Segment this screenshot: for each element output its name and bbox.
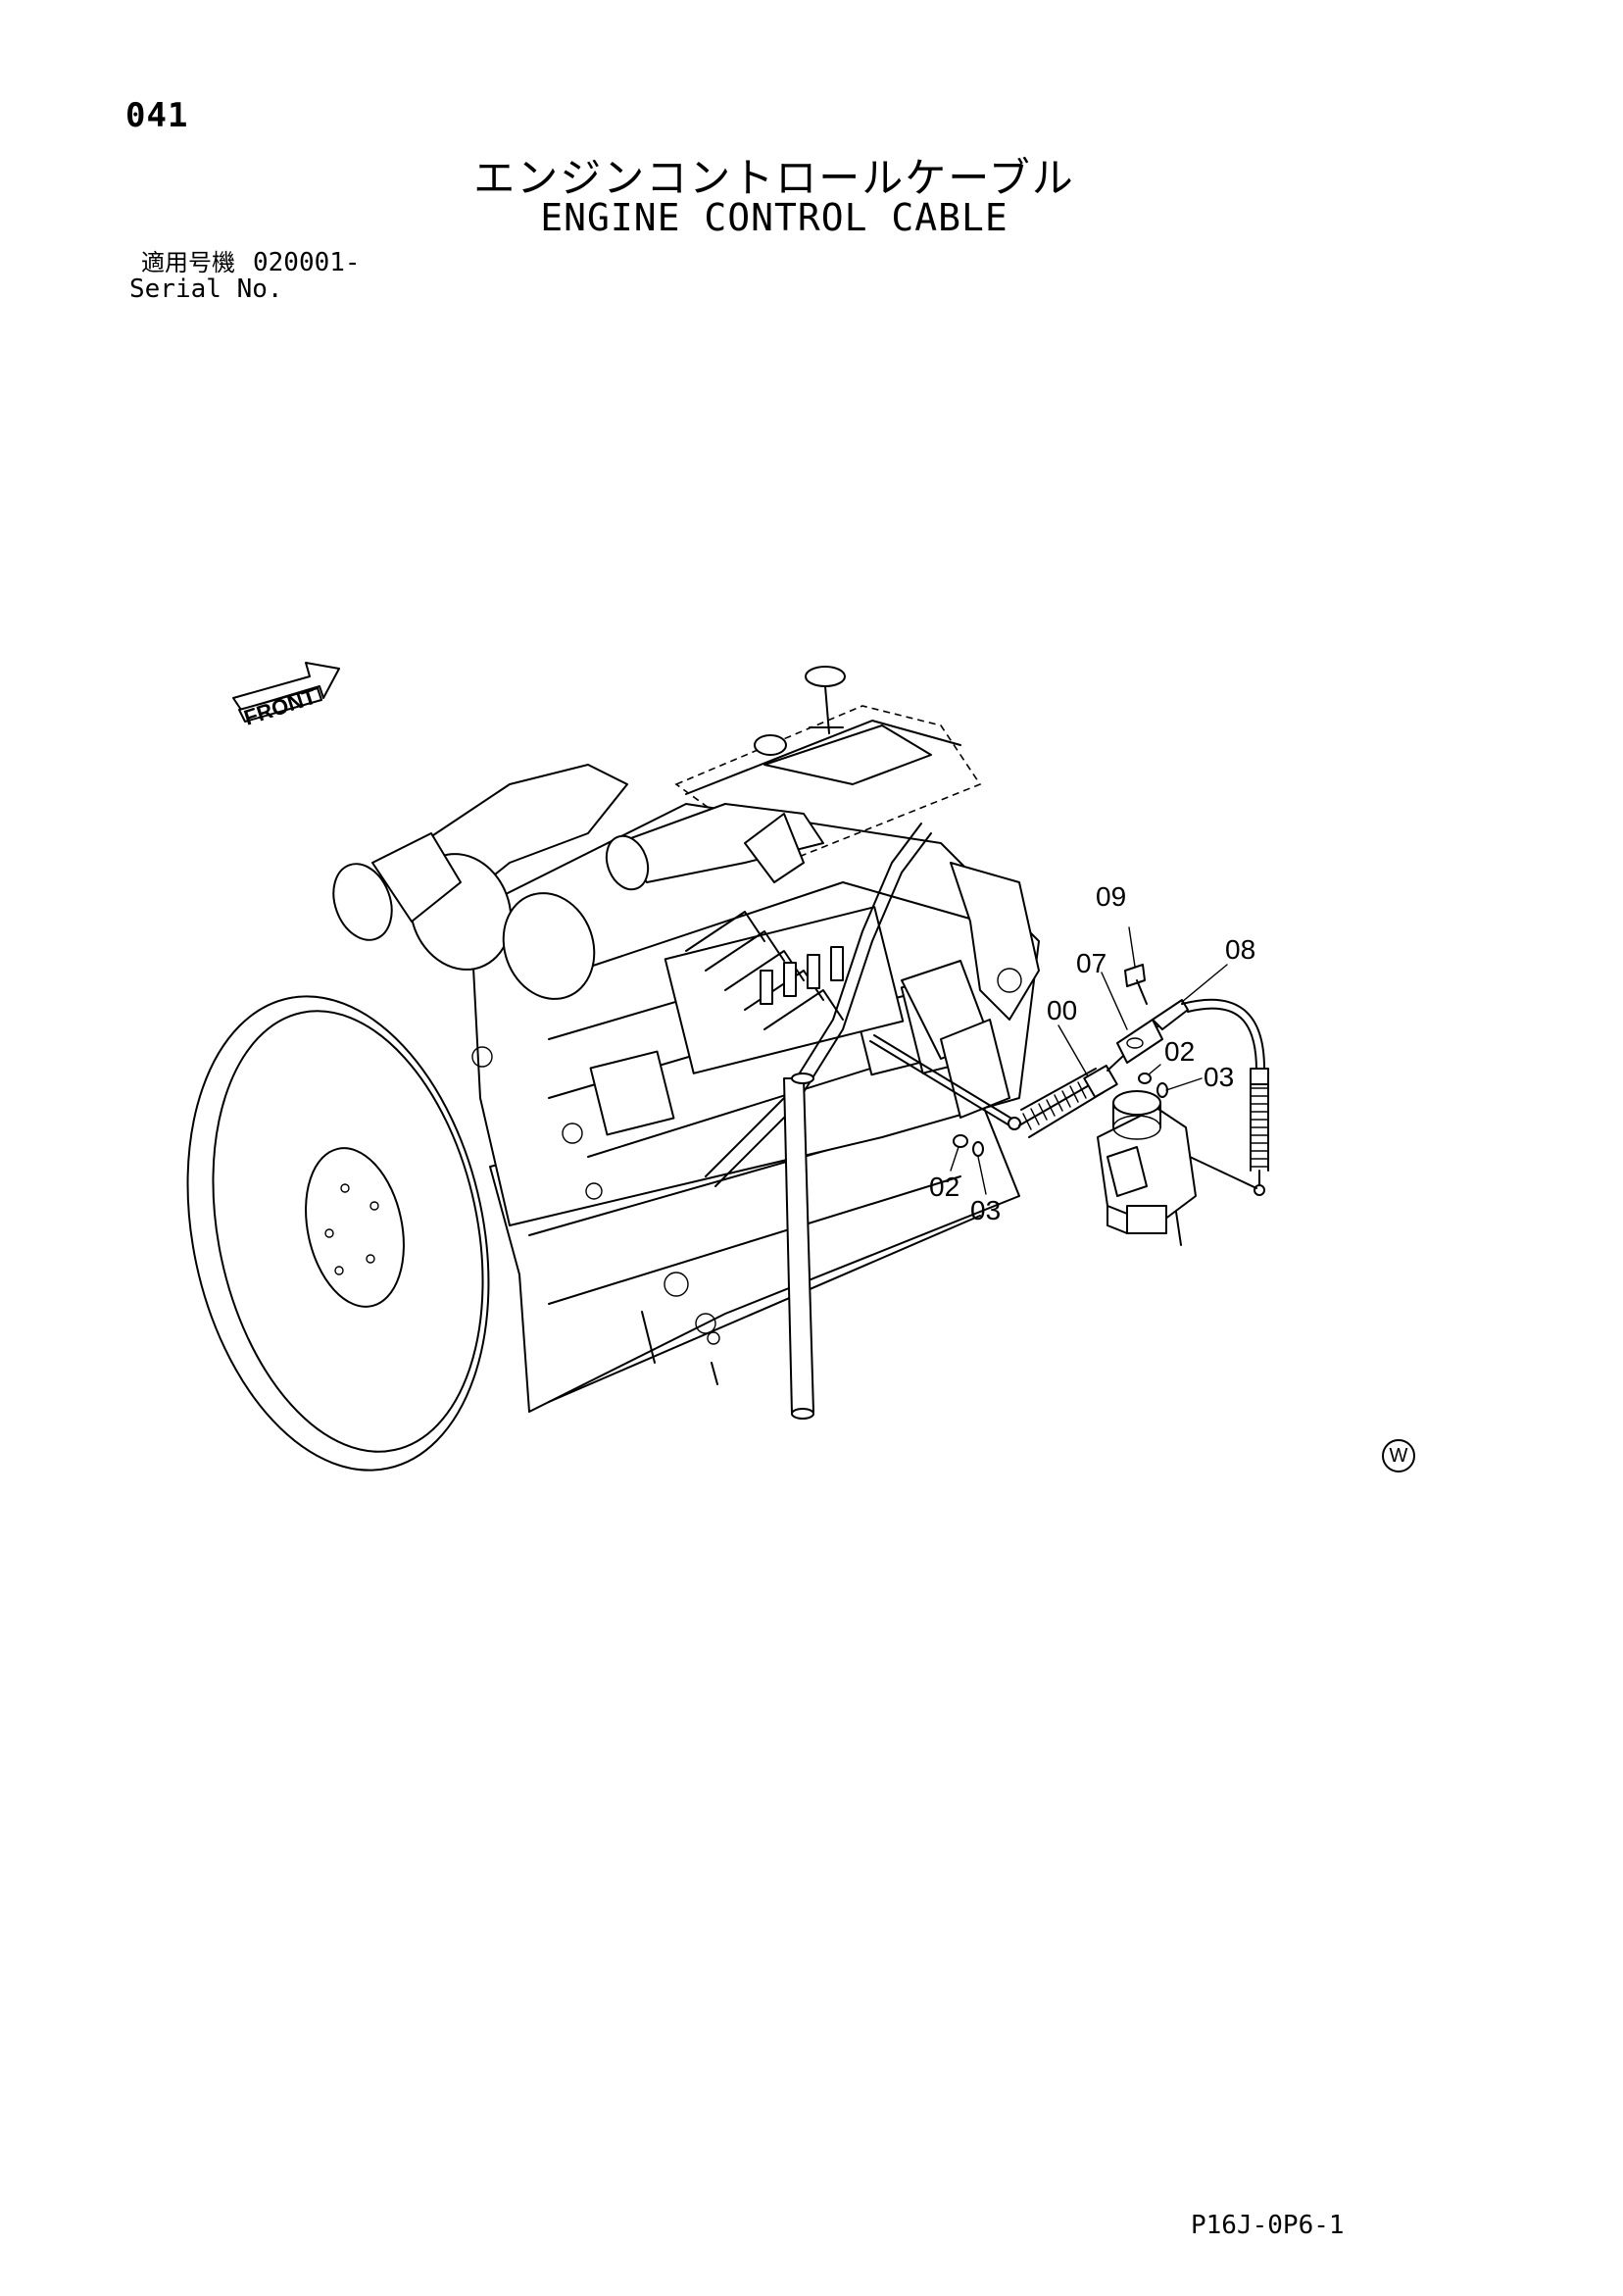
callout-03-left: 03 (970, 1195, 1001, 1225)
control-cable-assembly (1018, 998, 1269, 1196)
serial-number-block: 適用号機 020001- Serial No. (129, 250, 361, 303)
callout-09: 09 (1096, 881, 1126, 912)
serial-row-japanese: 適用号機 020001- (129, 250, 361, 276)
callout-08: 08 (1225, 934, 1255, 965)
page-title-japanese: エンジンコントロールケーブル (473, 154, 1075, 202)
callout-labels: 09 08 07 00 02 03 02 03 (929, 881, 1255, 1225)
governor-actuator (1097, 1090, 1197, 1246)
flywheel-housing (186, 995, 490, 1472)
callout-00: 00 (1047, 995, 1077, 1025)
page-title-english: ENGINE CONTROL CABLE (540, 196, 1008, 239)
callout-07: 07 (1076, 948, 1107, 978)
serial-label-japanese: 適用号機 (141, 249, 235, 276)
serial-label-english: Serial No. (129, 275, 283, 304)
engine-block (332, 666, 1040, 1420)
callout-03-right: 03 (1204, 1062, 1234, 1092)
serial-value: 020001- (253, 248, 361, 277)
callout-02-left: 02 (929, 1172, 959, 1202)
callout-leaders (950, 926, 1228, 1195)
front-arrow-icon: FRONT (232, 662, 340, 730)
page-number: 041 (125, 96, 189, 135)
control-rod (869, 1034, 1021, 1130)
hardware-parts (953, 964, 1168, 1157)
callout-02-right: 02 (1164, 1036, 1195, 1067)
w-mark-icon: W (1382, 1439, 1415, 1472)
drawing-code: P16J-0P6-1 (1191, 2211, 1345, 2240)
